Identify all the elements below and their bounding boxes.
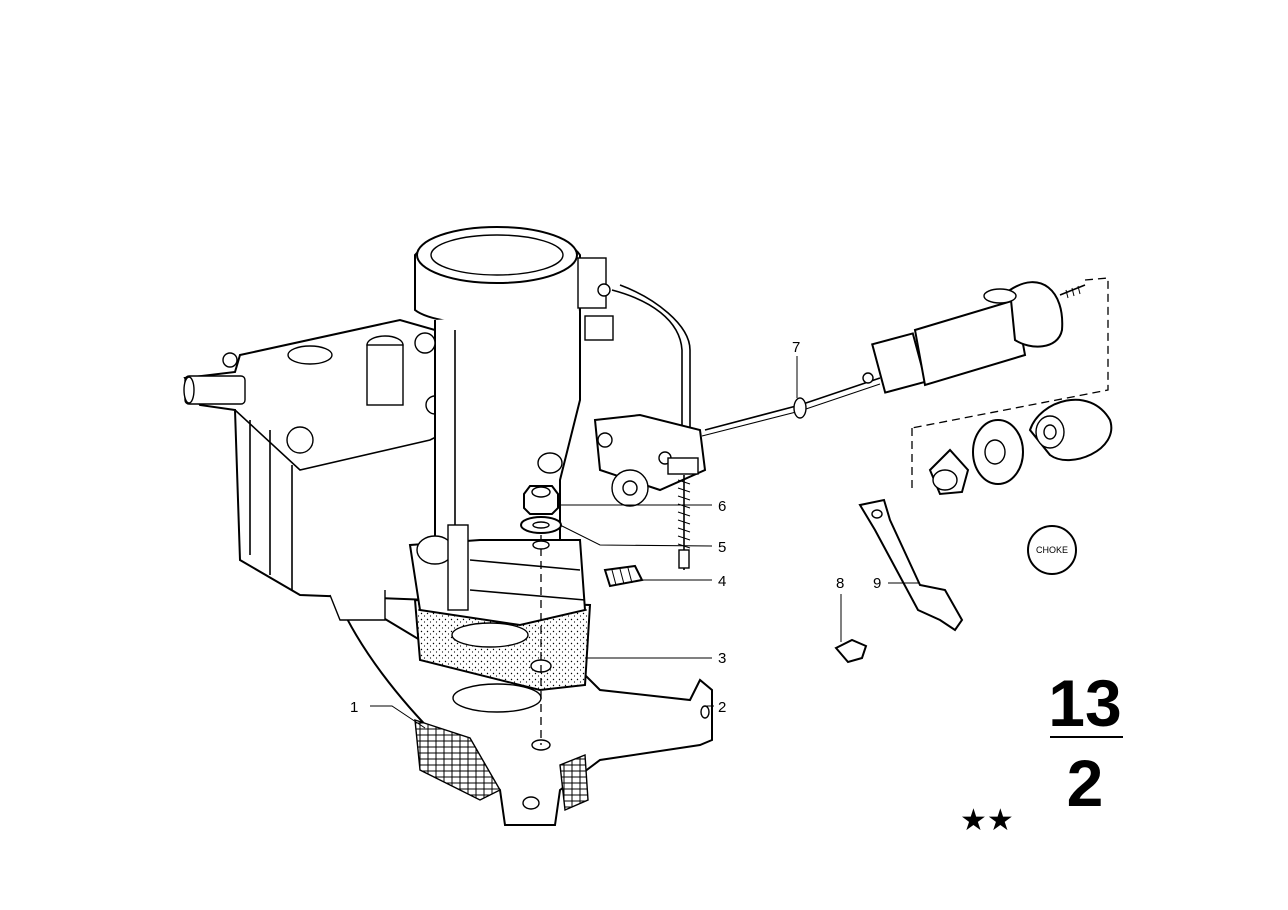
callout-6: 6 — [718, 498, 726, 515]
sleeve — [603, 564, 644, 588]
stars-mark: ★★ — [960, 803, 1014, 838]
group-number-bottom: 2 — [1067, 746, 1104, 820]
callout-7: 7 — [792, 339, 800, 356]
group-number: 13 2 — [1048, 666, 1123, 820]
callout-2: 2 — [718, 699, 726, 716]
choke-knob: CHOKE — [928, 398, 1113, 575]
callout-8: 8 — [836, 575, 844, 592]
group-number-top: 13 — [1048, 666, 1121, 740]
callout-5: 5 — [718, 539, 726, 556]
choke-cap-label: CHOKE — [1036, 545, 1068, 555]
choke-cap — [1027, 525, 1077, 575]
lever-bracket — [858, 498, 964, 632]
callout-leaders — [370, 356, 920, 729]
carburetor-body — [183, 226, 614, 627]
choke-cable — [701, 277, 1109, 490]
throttle-linkage — [593, 284, 707, 570]
insulating-pad — [414, 719, 589, 812]
nut — [523, 485, 559, 515]
callout-4: 4 — [718, 573, 726, 590]
callout-3: 3 — [718, 650, 726, 667]
callout-9: 9 — [873, 575, 881, 592]
callout-1: 1 — [350, 699, 358, 716]
flange-gasket — [413, 598, 592, 692]
washer — [520, 516, 562, 534]
clip — [834, 638, 868, 664]
